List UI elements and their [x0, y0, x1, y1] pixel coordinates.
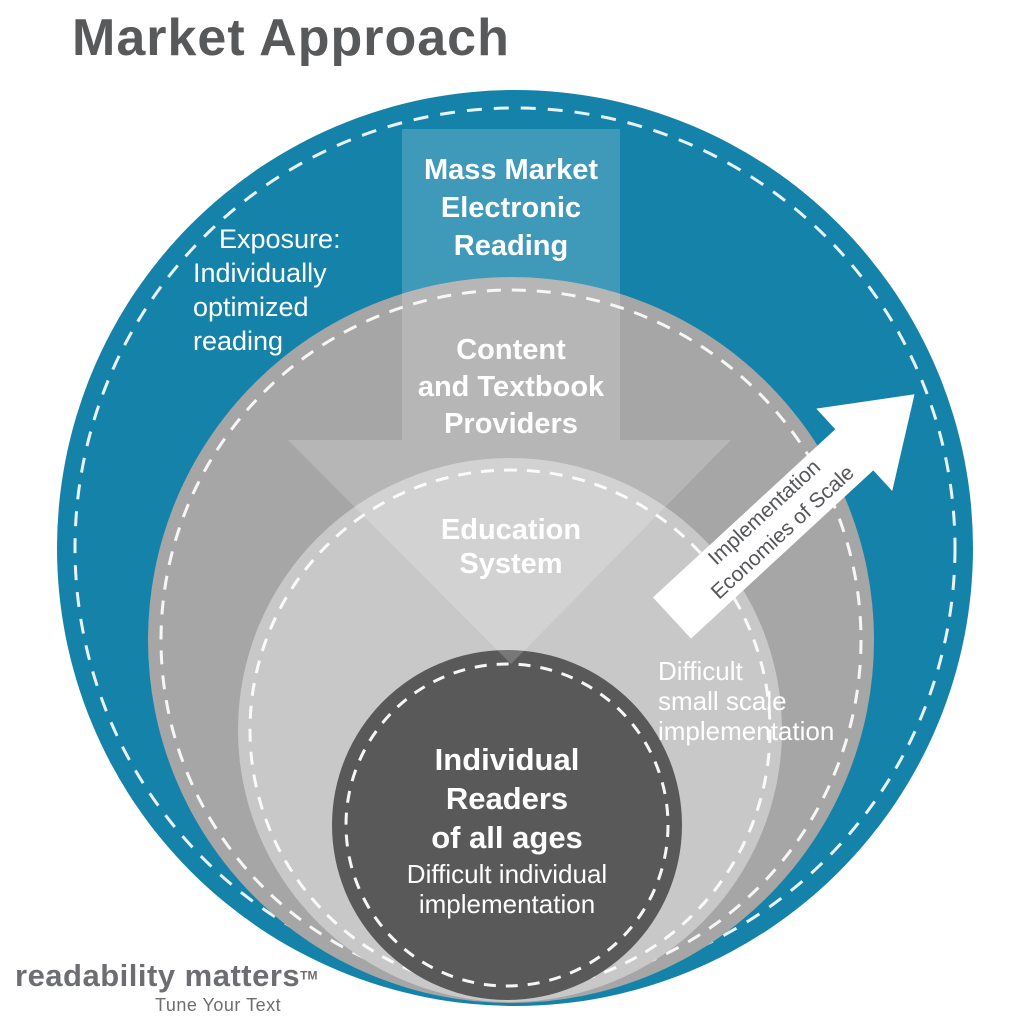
economies-of-scale-arrow-shape [653, 394, 915, 639]
downward-flow-arrow [288, 129, 731, 664]
dashed-ring-individual-readers [344, 662, 670, 988]
dashed-ring-content-providers [159, 288, 863, 992]
logo-brand-text: readability matters [15, 958, 301, 993]
logo-tagline: Tune Your Text [155, 995, 282, 1015]
dashed-ring-mass-market [73, 106, 957, 990]
dashed-ring-education-system [248, 468, 772, 992]
label-individual-readers: Individual Readers of all ages [431, 742, 583, 855]
label-mass-market: Mass Market Electronic Reading [423, 154, 599, 262]
circle-individual-readers [332, 650, 682, 1000]
label-education-system: Education System [440, 514, 582, 580]
economies-of-scale-arrow [653, 394, 915, 639]
label-content-providers: Content and Textbook Providers [417, 334, 605, 440]
note-individual-implementation: Difficult individual implementation [406, 859, 608, 919]
trademark-symbol: TM [300, 968, 318, 983]
readability-matters-logo: readability mattersTM Tune Your Text [15, 958, 318, 1016]
note-small-scale-implementation: Difficult small scale implementation [658, 656, 835, 746]
page-title: Market Approach [72, 9, 510, 67]
note-exposure: Exposure: Individually optimized reading [193, 224, 341, 356]
